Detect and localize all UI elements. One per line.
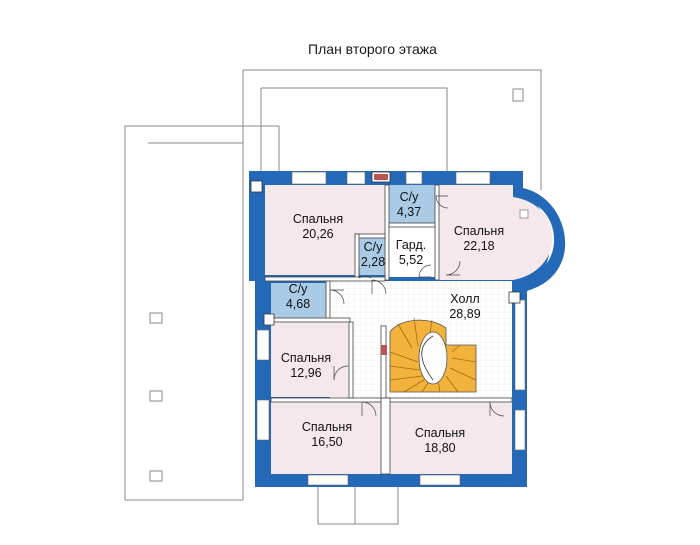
room-area: 4,37 — [396, 205, 422, 219]
room-name: Спальня — [301, 420, 353, 434]
floor-bedroom-3 — [271, 322, 349, 397]
upper-roof-outline — [243, 69, 542, 190]
door-wardrobe — [418, 264, 432, 278]
roof-vent-3 — [149, 390, 163, 402]
room-name: Спальня — [414, 426, 466, 440]
wall-h-lower — [270, 397, 513, 403]
room-area: 16,50 — [311, 435, 343, 449]
window-bed1 — [291, 171, 327, 185]
room-name: С/у — [399, 190, 419, 204]
floor-bath-2 — [359, 238, 385, 275]
wall-v-stair — [380, 325, 387, 399]
vent-right — [508, 291, 521, 304]
room-name: Спальня — [280, 351, 332, 365]
room-label-bath-3: С/у 4,68 — [286, 282, 310, 312]
window-bed2 — [455, 171, 491, 185]
roof-vent-2 — [149, 312, 163, 324]
interior-walls — [264, 184, 513, 475]
window-bed4-b — [307, 474, 349, 486]
wall-v-bed3 — [348, 321, 354, 399]
room-label-bedroom-3: Спальня 12,96 — [281, 351, 331, 381]
window-bed4-l — [256, 399, 270, 441]
wall-h-bath1 — [388, 222, 436, 228]
room-label-bedroom-4: Спальня 16,50 — [302, 420, 352, 450]
vent-left-2 — [263, 313, 275, 326]
roof-cut — [243, 125, 280, 172]
bay-wall-round — [515, 187, 566, 292]
door-bath3 — [329, 289, 345, 305]
wall-v-bath3 — [325, 280, 331, 319]
roof-vent-1 — [512, 88, 524, 102]
door-bath2 — [358, 266, 372, 279]
room-area: 22,18 — [463, 239, 495, 253]
wall-v-1 — [384, 184, 390, 281]
door-bed1 — [371, 279, 387, 295]
door-bed3 — [333, 365, 349, 381]
right-roof-inner — [242, 70, 262, 172]
door-bed4 — [361, 401, 377, 417]
room-area: 20,26 — [302, 227, 334, 241]
room-name: Спальня — [453, 224, 505, 238]
floor-bath-1 — [389, 185, 435, 223]
stair-arrow — [421, 335, 434, 381]
floor-bedroom-5 — [390, 402, 512, 474]
roof-vent-4 — [149, 470, 163, 482]
plan-title: План второго этажа — [308, 41, 437, 57]
room-label-wardrobe: Гард. 5,52 — [396, 238, 426, 268]
room-name: С/у — [363, 240, 383, 254]
wall-h-bath3 — [270, 317, 351, 323]
vent-left — [250, 180, 263, 193]
wall-h-hall-top — [264, 276, 386, 282]
stair-well — [418, 331, 448, 385]
floor-bedroom-2 — [439, 185, 513, 280]
room-name: Холл — [450, 292, 480, 306]
window-bed5-r — [514, 409, 526, 451]
room-area: 5,52 — [398, 253, 424, 267]
stair-treads — [389, 317, 477, 393]
door-bed2 — [445, 260, 461, 276]
staircase — [389, 317, 477, 393]
floor-bath-3 — [271, 283, 326, 318]
door-bath1 — [435, 195, 449, 209]
wall-v-2 — [434, 184, 440, 281]
wall-v-lower — [380, 397, 391, 475]
wall-v-bath2 — [354, 233, 360, 281]
wall-h-bath2 — [354, 233, 386, 239]
room-area: 4,68 — [285, 297, 311, 311]
roof-outlines — [124, 69, 542, 525]
room-name: Гард. — [395, 238, 427, 252]
room-area: 28,89 — [449, 307, 481, 321]
window-bath1 — [405, 171, 423, 185]
window-hall — [514, 299, 526, 391]
vent-top-inner — [374, 174, 388, 180]
room-label-bath-1: С/у 4,37 — [397, 190, 421, 220]
window-bay — [519, 209, 529, 219]
door-bed5 — [489, 401, 505, 417]
vents — [250, 171, 521, 355]
room-name: Спальня — [292, 212, 344, 226]
room-label-hall: Холл 28,89 — [449, 292, 480, 322]
floor-wardrobe — [389, 227, 435, 277]
room-area: 2,28 — [360, 255, 386, 269]
upper-roof-inner — [261, 87, 448, 172]
room-label-bedroom-2: Спальня 22,18 — [454, 224, 504, 254]
room-name: С/у — [288, 282, 308, 296]
porch-outline — [317, 484, 399, 525]
room-area: 12,96 — [290, 366, 322, 380]
room-area: 18,80 — [424, 441, 456, 455]
window-bed1-small — [346, 171, 366, 185]
windows — [256, 171, 529, 486]
left-roof-outline — [124, 125, 244, 501]
vent-stair — [381, 345, 387, 355]
doors — [329, 195, 505, 417]
room-label-bath-2: С/у 2,28 — [361, 240, 385, 270]
room-label-bedroom-5: Спальня 18,80 — [415, 426, 465, 456]
window-bed3-l — [256, 329, 270, 361]
window-bed5-b — [419, 474, 461, 486]
floor-bedroom-4 — [271, 402, 381, 474]
room-label-bedroom-1: Спальня 20,26 — [293, 212, 343, 242]
